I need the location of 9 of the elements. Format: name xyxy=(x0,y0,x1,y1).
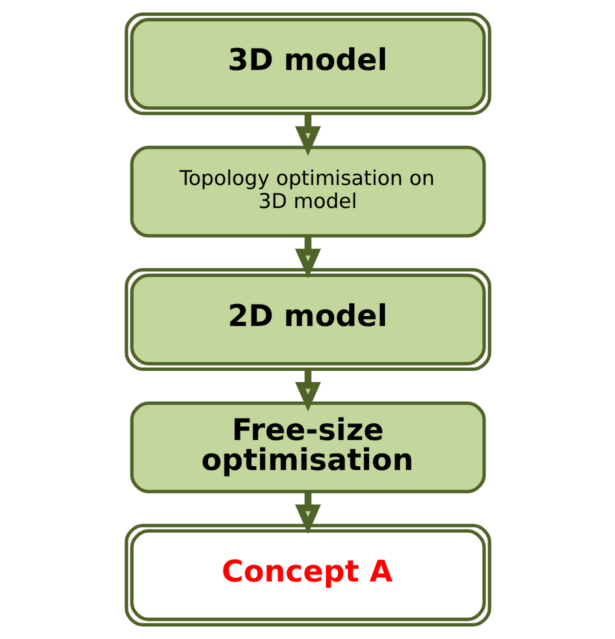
arrow xyxy=(294,369,320,412)
arrow xyxy=(294,236,320,278)
node-box: Topology optimisation on 3D model xyxy=(130,146,486,238)
arrow xyxy=(294,114,320,156)
node-box: 3D model xyxy=(124,12,491,116)
arrow xyxy=(294,492,320,534)
node-box: 2D model xyxy=(124,268,491,371)
node-box: Free-size optimisation xyxy=(130,401,486,494)
node-box: Concept A xyxy=(124,524,491,627)
